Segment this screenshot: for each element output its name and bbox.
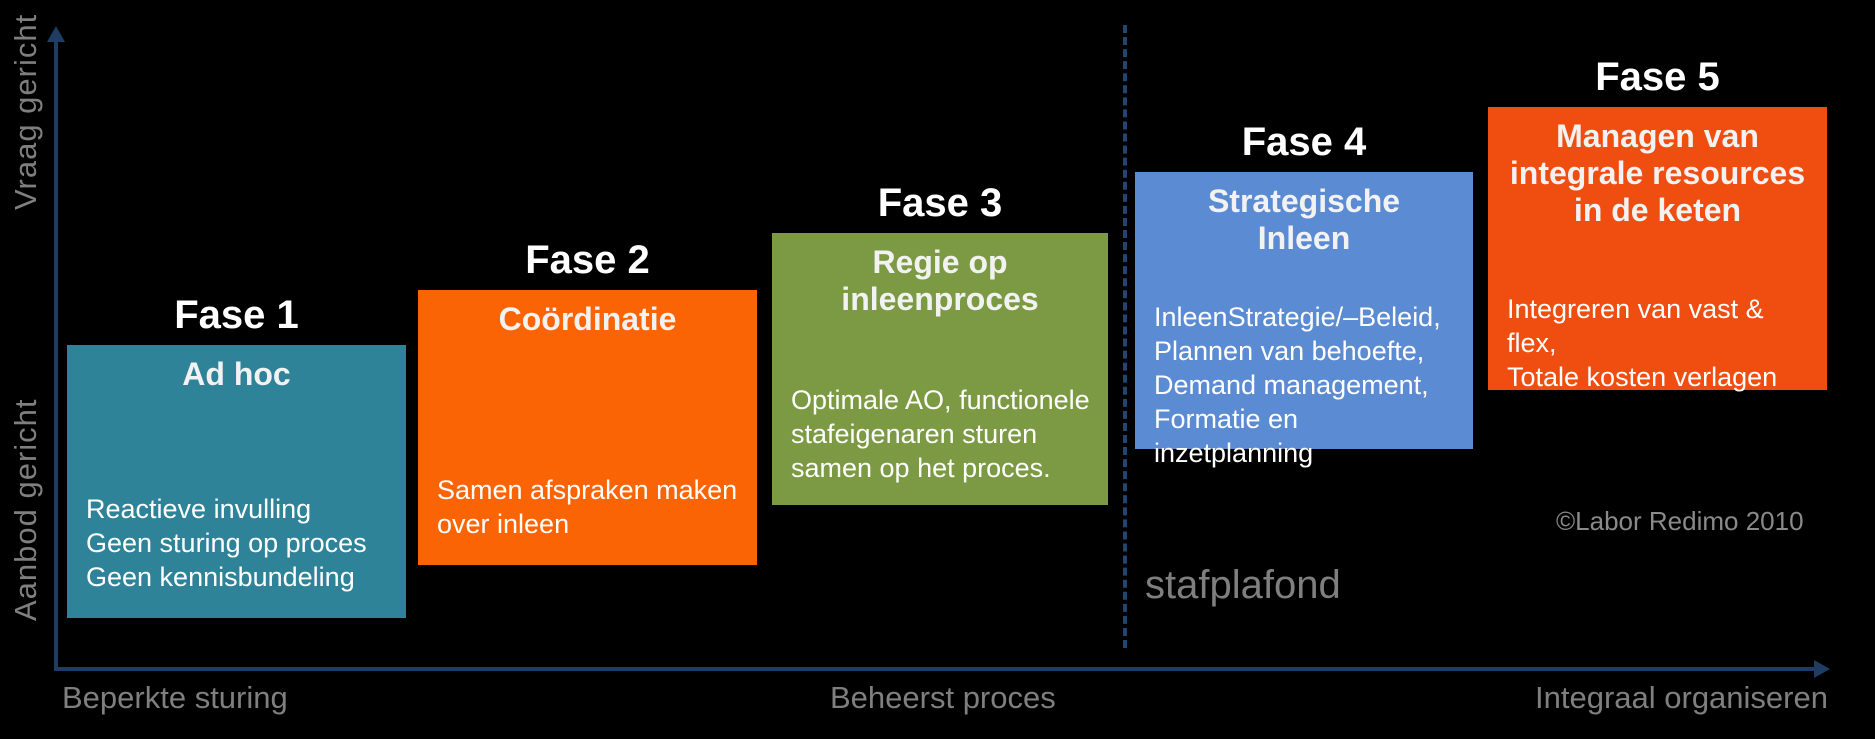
phase-5-box: Managen van integrale resources in de ke… (1488, 107, 1827, 392)
x-axis-label-right: Integraal organiseren (1535, 680, 1828, 715)
y-axis-label-bottom: Aanbod gericht (8, 398, 43, 621)
y-axis-line (54, 38, 58, 670)
x-axis-label-left: Beperkte sturing (62, 680, 288, 715)
phase-4-heading: Strategische Inleen (1207, 183, 1401, 256)
phase-2-body: Samen afspraken maken over inleen (437, 475, 738, 539)
phase-3-body: Optimale AO, functionele stafeigenaren s… (791, 385, 1090, 483)
y-axis-label-top: Vraag gericht (8, 13, 43, 210)
phase-1-box: Ad hoc Reactieve invulling Geen sturing … (67, 345, 406, 618)
phase-4-title: Fase 4 (1241, 120, 1367, 164)
phase-4-box: Strategische Inleen InleenStrategie/–Bel… (1135, 172, 1473, 468)
phase-5-heading: Managen van integrale resources in de ke… (1509, 118, 1806, 228)
phase-1: Fase 1 Ad hoc Reactieve invulling Geen s… (67, 292, 406, 618)
phase-5: Fase 5 Managen van integrale resources i… (1488, 54, 1827, 392)
x-axis-label-middle: Beheerst proces (830, 680, 1056, 715)
phase-5-title: Fase 5 (1595, 55, 1720, 99)
phase-1-title: Fase 1 (174, 293, 299, 337)
phase-4-body: InleenStrategie/–Beleid, Plannen van beh… (1154, 302, 1441, 468)
x-axis-line (54, 667, 1816, 671)
phase-2: Fase 2 Coördinatie Samen afspraken maken… (418, 237, 757, 565)
stafplafond-label: stafplafond (1145, 563, 1341, 607)
phase-3: Fase 3 Regie op inleenproces Optimale AO… (772, 180, 1108, 505)
copyright-label: ©Labor Redimo 2010 (1556, 506, 1804, 536)
phase-1-body: Reactieve invulling Geen sturing op proc… (86, 494, 367, 592)
y-axis-arrow-up-icon (47, 26, 65, 42)
phase-5-body: Integreren van vast & flex, Totale koste… (1507, 294, 1778, 392)
phase-3-title: Fase 3 (877, 181, 1003, 225)
phase-3-box: Regie op inleenproces Optimale AO, funct… (772, 233, 1108, 505)
phase-3-heading: Regie op inleenproces (841, 244, 1039, 317)
phase-1-heading: Ad hoc (182, 356, 291, 392)
phase-2-box: Coördinatie Samen afspraken maken over i… (418, 290, 757, 565)
x-axis-arrow-right-icon (1814, 660, 1830, 678)
phase-2-title: Fase 2 (525, 238, 650, 282)
phase-2-heading: Coördinatie (498, 301, 677, 337)
phase-4: Fase 4 Strategische Inleen InleenStrateg… (1135, 119, 1473, 468)
stafplafond-dashed-line (1123, 25, 1127, 648)
